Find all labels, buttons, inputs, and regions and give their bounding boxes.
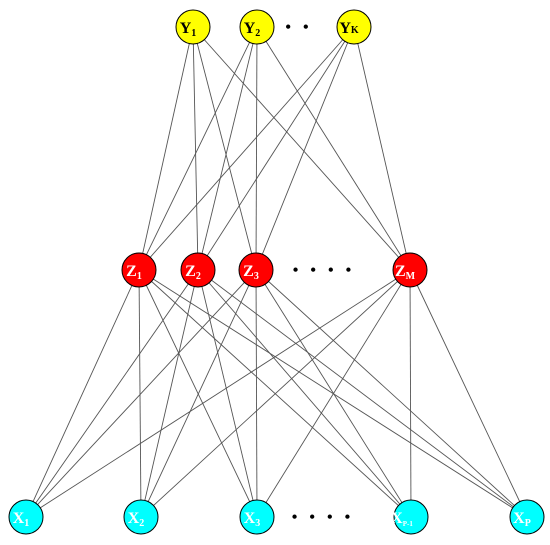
- edge-hidden1-input1: [25, 269, 140, 518]
- edge-hidden2-input4: [197, 269, 412, 518]
- edge-hidden3-input5: [255, 269, 528, 518]
- edge-output1-hidden1: [138, 26, 194, 271]
- edge-hidden1-input3: [138, 269, 258, 518]
- node-circle: [238, 252, 274, 288]
- edge-hidden2-input2: [140, 269, 199, 518]
- output-layer-ellipsis: • •: [285, 19, 312, 36]
- node-x-2: X2: [123, 499, 159, 535]
- edge-hidden1-input2: [138, 269, 142, 518]
- edge-hidden3-input1: [25, 269, 257, 518]
- node-x-1: X1: [8, 499, 44, 535]
- node-y-2: Y2: [239, 9, 275, 45]
- node-circle: [509, 499, 545, 535]
- node-label: ZM: [395, 263, 416, 282]
- node-label: Z3: [243, 263, 259, 282]
- edge-output1-hidden2: [192, 26, 199, 271]
- node-circle: [239, 9, 275, 45]
- neurons: Y1 Y2 YK Z1 Z2 Z3 ZM X1 X2 X3 XP-1 XP: [8, 9, 545, 535]
- node-circle: [180, 252, 216, 288]
- edge-hidden2-input1: [25, 269, 199, 518]
- hidden-layer-ellipsis: • • • •: [293, 262, 355, 279]
- edge-output3-hidden1: [138, 26, 355, 271]
- node-circle: [175, 9, 211, 45]
- edge-hidden4-input1: [25, 269, 411, 518]
- edge-hidden4-input3: [256, 269, 411, 518]
- node-label: Z1: [126, 263, 142, 282]
- edge-output2-hidden4: [256, 26, 411, 271]
- edge-output2-hidden2: [197, 26, 258, 271]
- node-circle: [336, 9, 372, 45]
- node-z-m: ZM: [392, 252, 428, 288]
- node-label: XP: [513, 510, 531, 529]
- node-label: Y1: [180, 20, 197, 39]
- node-label: Y2: [244, 20, 261, 39]
- node-circle: [239, 499, 275, 535]
- edge-hidden3-input2: [140, 269, 257, 518]
- connections: [25, 26, 528, 518]
- node-label: X1: [13, 510, 30, 529]
- node-label: Z2: [185, 263, 201, 282]
- edge-hidden2-input3: [197, 269, 258, 518]
- node-y-k: YK: [336, 9, 372, 45]
- edge-output1-hidden4: [192, 26, 411, 271]
- ellipses: • • • • • • • • • •: [285, 19, 355, 526]
- node-label: X3: [244, 510, 261, 529]
- node-circle: [123, 499, 159, 535]
- edge-hidden3-input3: [255, 269, 258, 518]
- node-x-3: X3: [239, 499, 275, 535]
- node-x-p: XP: [509, 499, 545, 535]
- edge-output2-hidden3: [255, 26, 258, 271]
- edge-output1-hidden3: [192, 26, 257, 271]
- edge-hidden4-input5: [409, 269, 528, 518]
- node-circle: [393, 499, 429, 535]
- node-z-3: Z3: [238, 252, 274, 288]
- input-layer-ellipsis: • • • •: [292, 509, 354, 526]
- node-x-p-1: XP-1: [391, 499, 429, 535]
- node-z-2: Z2: [180, 252, 216, 288]
- node-label: YK: [339, 20, 359, 37]
- node-label: XP-1: [391, 510, 413, 528]
- node-circle: [392, 252, 428, 288]
- edge-output3-hidden4: [353, 26, 411, 271]
- edge-hidden2-input5: [197, 269, 528, 518]
- node-z-1: Z1: [121, 252, 157, 288]
- node-circle: [121, 252, 157, 288]
- edge-hidden4-input2: [140, 269, 411, 518]
- node-circle: [8, 499, 44, 535]
- edge-output3-hidden2: [197, 26, 355, 271]
- node-y-1: Y1: [175, 9, 211, 45]
- edge-output3-hidden3: [255, 26, 355, 271]
- node-label: X2: [128, 510, 145, 529]
- edge-output2-hidden1: [138, 26, 258, 271]
- edge-hidden4-input4: [409, 269, 412, 518]
